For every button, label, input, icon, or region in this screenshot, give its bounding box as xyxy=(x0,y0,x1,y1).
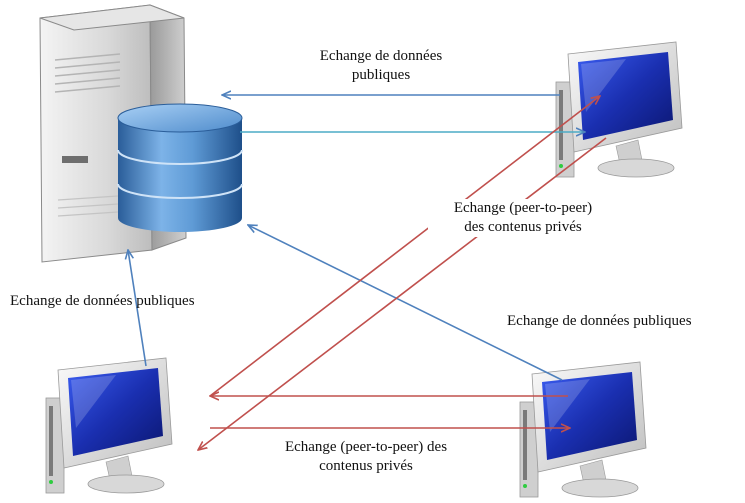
p2p-arrow-bottom-left-to-top-pc xyxy=(209,96,600,397)
public-arrow-bottom-right-to-db xyxy=(248,225,563,381)
label-public-exchange-right: Echange de données publiques xyxy=(507,313,692,329)
public-arrow-bottom-left-to-server xyxy=(128,250,147,367)
pc-top-right-icon xyxy=(555,41,683,178)
pc-bottom-left-icon xyxy=(45,357,173,494)
label-line: Echange de données xyxy=(319,48,443,64)
label-public-exchange-left: Echange de données publiques xyxy=(10,293,195,309)
label-line: des contenus privés xyxy=(464,219,582,235)
pc-bottom-right-icon xyxy=(519,361,647,498)
label-p2p-center: Echange (peer-to-peer) des contenus priv… xyxy=(428,199,618,237)
label-public-exchange-top: Echange de données publiques xyxy=(288,47,474,85)
label-line: Echange (peer-to-peer) xyxy=(453,200,593,216)
label-p2p-bottom: Echange (peer-to-peer) des contenus priv… xyxy=(256,438,476,476)
label-line: publiques xyxy=(351,67,411,83)
label-line: Echange (peer-to-peer) des xyxy=(284,439,448,455)
label-line: contenus privés xyxy=(319,458,413,474)
database-icon xyxy=(117,103,243,232)
p2p-arrow-top-pc-to-bottom-left xyxy=(198,137,607,450)
